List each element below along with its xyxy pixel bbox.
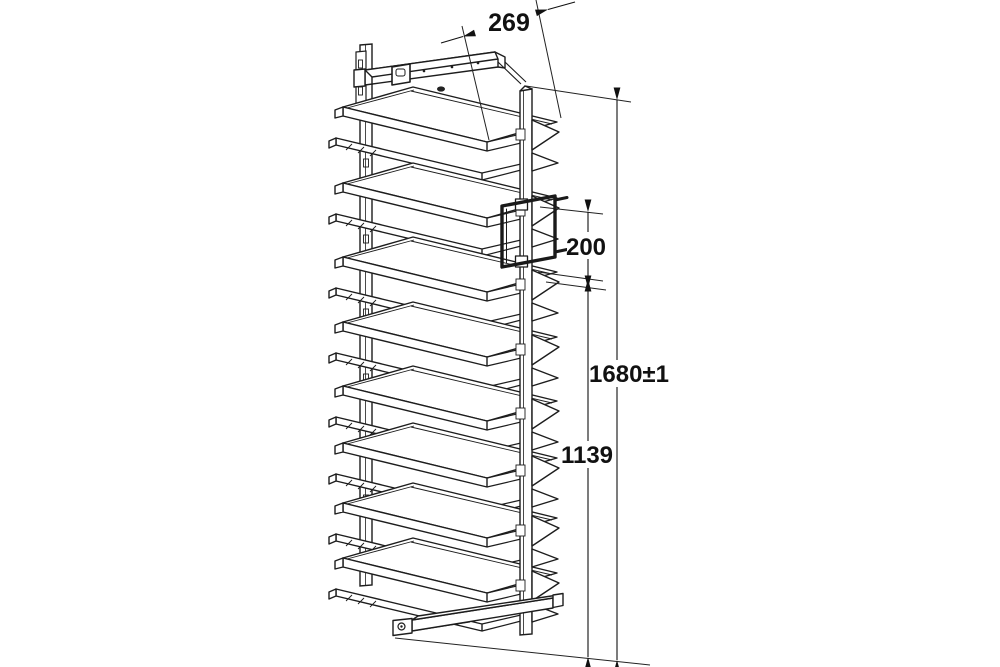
ext-line-269-left (461, 25, 490, 141)
mounting-bracket (500, 194, 569, 269)
shelf-back-corner (515, 334, 560, 387)
ext-line-269-right (535, 0, 562, 119)
dim-arrow-269-right (535, 1, 576, 17)
dim-label-lower-height: 1139 (561, 442, 613, 469)
post-slot (363, 158, 369, 168)
ext-line-1680-top (525, 85, 632, 103)
dim-arrow-269-left (440, 29, 476, 44)
shelf-back-corner (515, 515, 560, 568)
extension-lines (394, 0, 651, 666)
shelf-stack (328, 86, 558, 632)
label-bg-1139 (562, 441, 613, 468)
dimensions: 269 200 1680±1 1139 (394, 0, 669, 667)
ext-line-200-top (539, 206, 604, 215)
ext-line-bottom (394, 637, 651, 666)
post-slot (363, 234, 369, 244)
bottom-pivot-arm (392, 592, 564, 637)
shelf-back-corner (515, 398, 560, 451)
shelf-back-corner (515, 119, 560, 172)
shelf-back-corner (515, 269, 560, 322)
dim-label-top-depth: 269 (488, 9, 530, 37)
label-bg-1680 (591, 360, 667, 387)
ext-line-1139-top (545, 281, 607, 291)
top-pivot-arm (353, 51, 527, 92)
dim-label-shelf-spacing: 200 (566, 234, 606, 261)
shelf-back-corner (515, 455, 560, 508)
ext-line-200-bottom (537, 271, 604, 282)
dim-label-total-height: 1680±1 (589, 361, 669, 388)
right-post (519, 85, 533, 636)
label-bg-200 (567, 232, 606, 259)
shelf-back-corners (515, 119, 560, 623)
